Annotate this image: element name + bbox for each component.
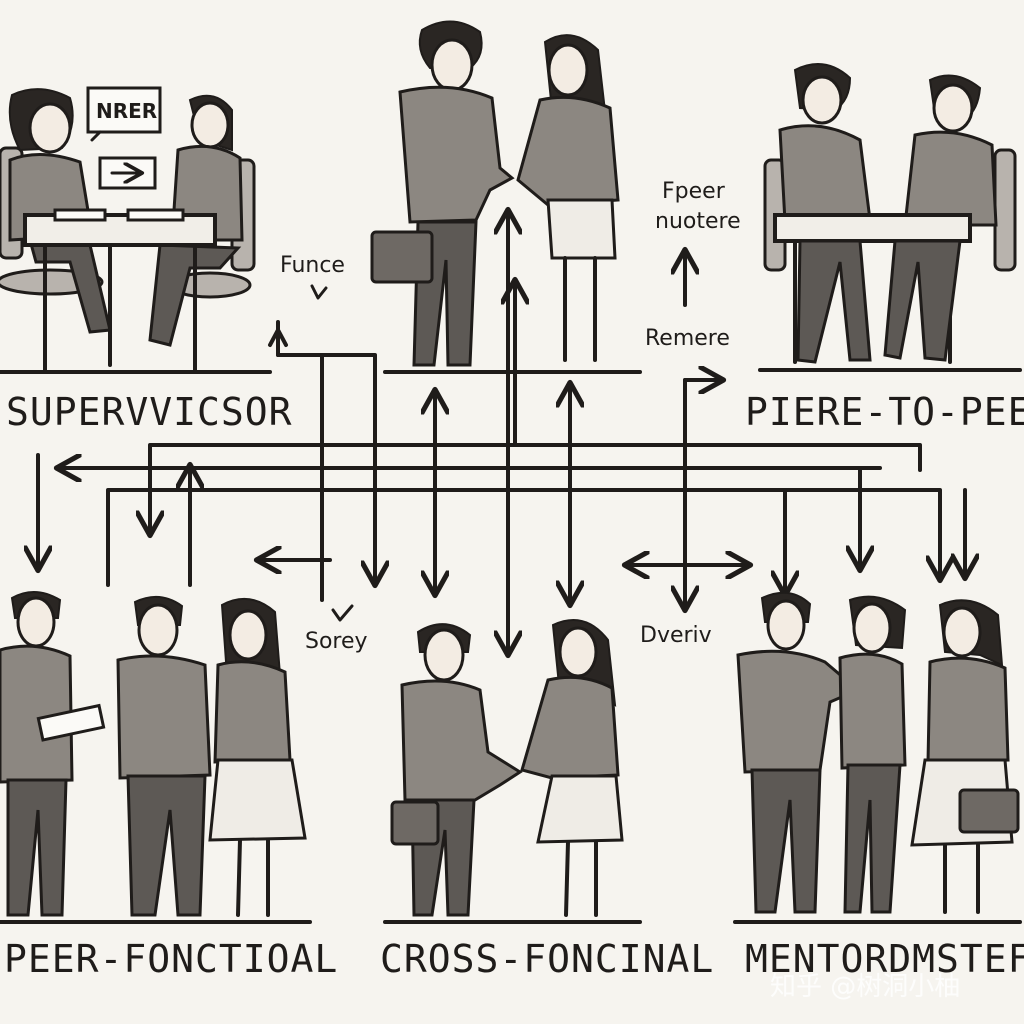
person-body xyxy=(778,124,872,224)
connector-funce-right xyxy=(276,353,375,580)
scene-supervisor xyxy=(0,86,272,374)
person-face xyxy=(558,626,598,678)
person-face xyxy=(766,599,806,651)
person-body xyxy=(838,652,907,770)
label-mentor: MENTORDMSTEF xyxy=(745,937,1024,981)
briefcase-icon xyxy=(370,230,434,284)
note-funce-tick-icon xyxy=(310,284,328,300)
person-body xyxy=(116,654,212,780)
document xyxy=(126,208,185,222)
person-legs xyxy=(796,239,872,364)
note-sorey-tick-icon xyxy=(331,604,354,622)
person-skirt xyxy=(208,758,307,842)
person-face xyxy=(942,606,982,658)
person-legs xyxy=(883,239,962,362)
person-face xyxy=(28,102,72,154)
connector-bus-lower xyxy=(106,488,940,587)
person-legs xyxy=(6,778,68,917)
speech-board xyxy=(86,86,162,134)
note-remere: Remere xyxy=(645,326,730,351)
person-legs xyxy=(750,768,822,914)
person-face xyxy=(547,43,589,97)
scene-mentor xyxy=(733,591,1022,924)
label-peer-functional: PEER-FONCTIOAL xyxy=(4,937,338,981)
briefcase-icon xyxy=(958,788,1020,834)
connector-bus-upper xyxy=(150,443,922,530)
watermark: 知乎 @树洞小柚 xyxy=(770,972,960,1002)
note-sorey: Sorey xyxy=(305,629,368,654)
note-dveriv: Dveriv xyxy=(640,623,712,648)
scene-handshake-top xyxy=(370,20,642,374)
person-face xyxy=(852,602,892,654)
meeting-table xyxy=(773,213,972,243)
person-body xyxy=(903,130,998,227)
person-face xyxy=(137,603,179,657)
person-leg xyxy=(564,840,570,917)
person-legs xyxy=(148,243,242,347)
briefcase-icon xyxy=(390,800,440,846)
scene-peer-to-peer xyxy=(758,63,1022,372)
person-face xyxy=(932,83,974,133)
person-body xyxy=(398,85,515,224)
person-legs xyxy=(843,763,902,914)
person-body xyxy=(926,656,1010,764)
person-body xyxy=(0,644,74,784)
label-supervisor: SUPERVVICSOR xyxy=(6,390,293,434)
scene-cross-functional xyxy=(383,619,642,924)
person-body xyxy=(400,679,523,802)
note-fpeer-line1: Fpeer xyxy=(662,179,726,204)
person-legs xyxy=(126,774,207,917)
person-face xyxy=(228,609,268,661)
person-body xyxy=(520,675,620,780)
open-book-icon xyxy=(36,703,106,742)
person-skirt xyxy=(536,774,624,844)
person-leg xyxy=(236,838,242,917)
note-funce: Funce xyxy=(280,253,345,278)
scene-peer-functional xyxy=(0,591,312,924)
speech-tail xyxy=(90,130,102,142)
label-peer-to-peer: PIERE-TO-PEEE xyxy=(745,390,1024,434)
note-fpeer-line2: nuotere xyxy=(655,209,741,234)
person-body xyxy=(516,95,620,207)
person-body xyxy=(213,660,292,764)
connector-funce-head xyxy=(268,328,288,347)
person-face xyxy=(16,596,56,648)
person-face xyxy=(190,101,230,149)
connector-arrows xyxy=(38,215,965,650)
person-face xyxy=(430,38,474,92)
person-body xyxy=(736,649,861,774)
person-skirt xyxy=(546,198,617,260)
note-nrer: NRER xyxy=(96,99,157,123)
label-cross-functional: CROSS-FONCINAL xyxy=(380,937,714,981)
chair-right xyxy=(993,148,1017,272)
person-face xyxy=(801,75,843,125)
document xyxy=(53,208,107,222)
person-face xyxy=(423,628,465,682)
